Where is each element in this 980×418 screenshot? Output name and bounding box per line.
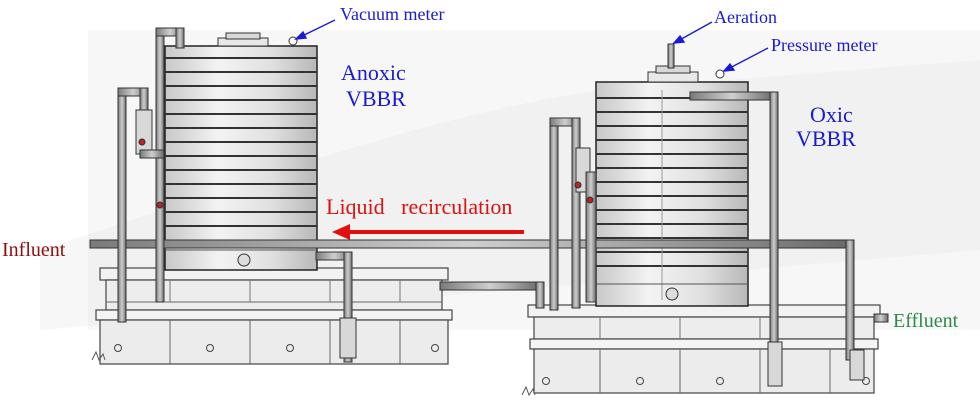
- annotation-arrows: [294, 19, 769, 72]
- oxic-vbbr-label: VBBR: [796, 126, 856, 151]
- aeration-pipe: [667, 43, 675, 69]
- piping: [89, 27, 865, 387]
- anoxic-vbbr-label: VBBR: [346, 86, 406, 111]
- anoxic-tank: [164, 32, 318, 271]
- vacuum-meter-label: Vacuum meter: [340, 4, 445, 24]
- recirculation-arrow: [332, 224, 524, 240]
- oxic-label: Oxic: [810, 102, 853, 127]
- valves: [138, 138, 594, 209]
- anoxic-label: Anoxic: [341, 60, 406, 85]
- vacuum-gauge: [288, 36, 298, 46]
- influent-label: Influent: [2, 239, 66, 261]
- pressure-meter-label: Pressure meter: [771, 35, 878, 55]
- pressure-gauge: [715, 69, 725, 79]
- liquid-recirculation-label: Liquid recirculation: [326, 194, 513, 219]
- aeration-label: Aeration: [714, 7, 777, 27]
- anoxic-base: [91, 267, 453, 365]
- oxic-base: [521, 304, 889, 397]
- oxic-tank: [595, 43, 749, 307]
- effluent-label: Effluent: [893, 310, 959, 332]
